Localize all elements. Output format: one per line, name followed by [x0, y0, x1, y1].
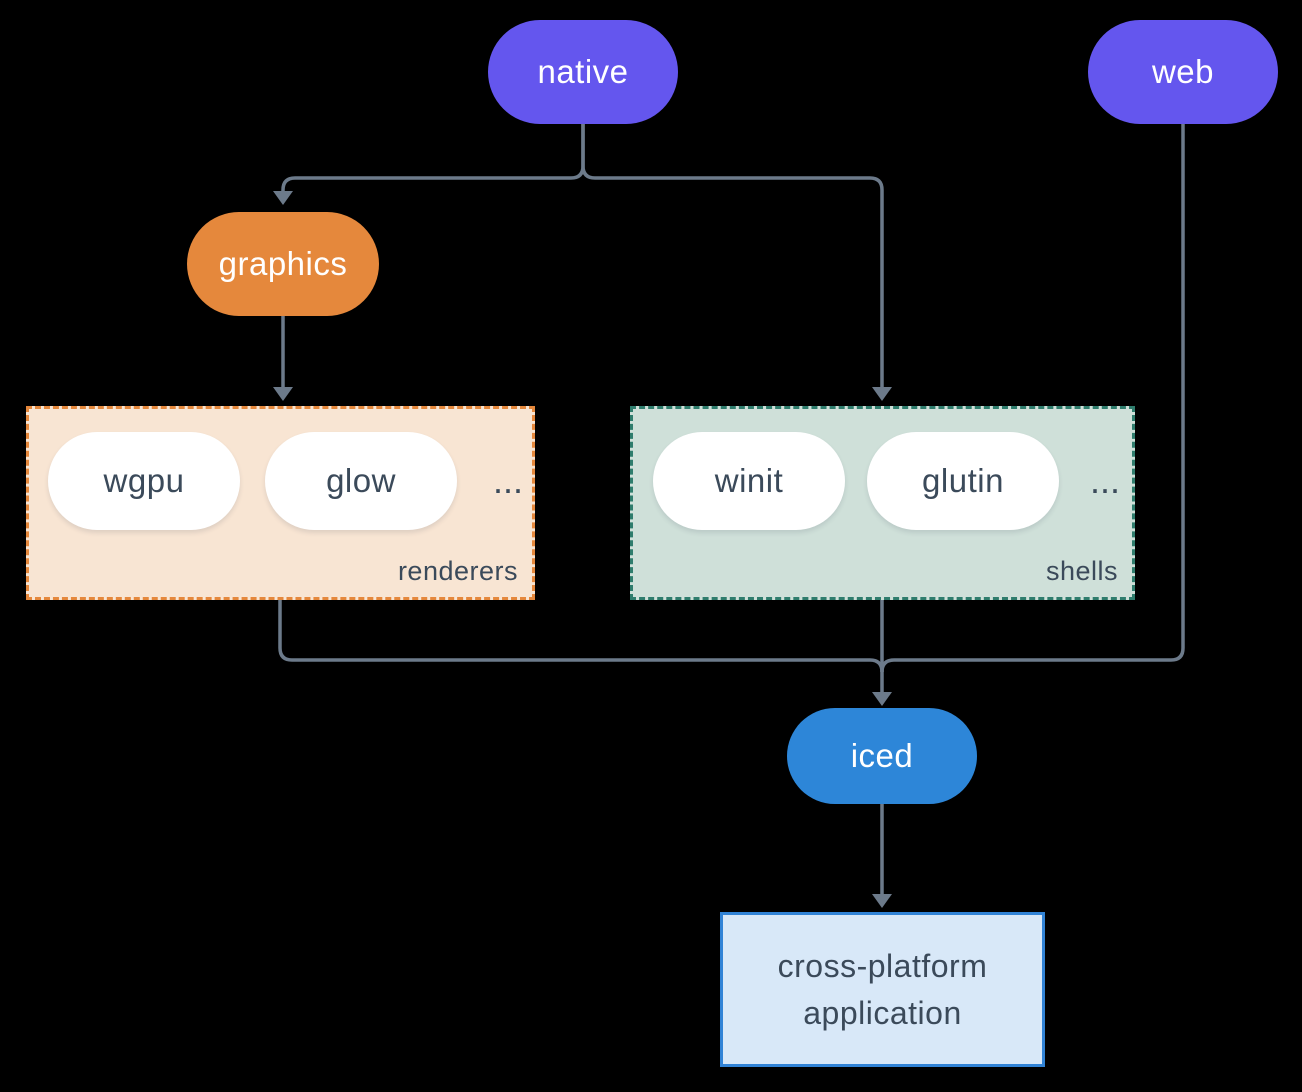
- edge-native-to-shells: [581, 124, 884, 387]
- node-cross-platform-application: cross-platform application: [720, 912, 1045, 1067]
- node-application-label: cross-platform application: [777, 948, 988, 1031]
- arrowhead-renderers: [273, 387, 293, 401]
- node-glutin: glutin: [867, 432, 1059, 530]
- node-glow: glow: [265, 432, 457, 530]
- node-wgpu: wgpu: [48, 432, 240, 530]
- arrowhead-graphics: [273, 191, 293, 205]
- node-graphics-label: graphics: [218, 245, 348, 282]
- node-wgpu-label: wgpu: [103, 462, 185, 499]
- node-winit-label: winit: [714, 462, 784, 499]
- renderers-group-label: renderers: [397, 556, 518, 586]
- arrowhead-application: [872, 894, 892, 908]
- node-glutin-label: glutin: [922, 462, 1004, 499]
- group-renderers: wgpu glow ... renderers: [26, 406, 535, 600]
- node-native-label: native: [537, 53, 629, 90]
- node-iced-label: iced: [850, 737, 914, 774]
- node-graphics: graphics: [187, 212, 379, 316]
- arrowhead-shells: [872, 387, 892, 401]
- node-glow-label: glow: [326, 462, 396, 499]
- edge-renderers-to-iced: [278, 600, 884, 673]
- renderers-ellipsis: ...: [492, 460, 523, 501]
- node-iced: iced: [787, 708, 977, 804]
- arrowhead-iced: [872, 692, 892, 706]
- node-native: native: [488, 20, 678, 124]
- group-shells: winit glutin ... shells: [630, 406, 1135, 600]
- shells-group-label: shells: [1045, 556, 1118, 586]
- node-web-label: web: [1151, 53, 1215, 90]
- edge-native-to-graphics: [281, 124, 585, 191]
- node-winit: winit: [653, 432, 845, 530]
- node-web: web: [1088, 20, 1278, 124]
- shells-ellipsis: ...: [1089, 460, 1120, 501]
